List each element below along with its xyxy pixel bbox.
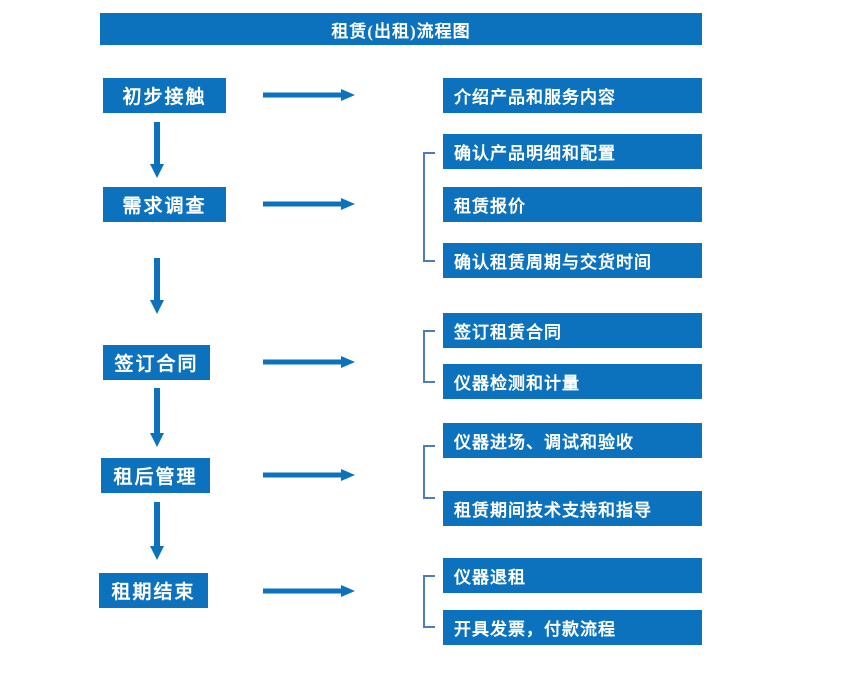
detail-box-sign-rental-contract: 签订租赁合同 xyxy=(443,313,702,348)
step-box-initial-contact: 初步接触 xyxy=(103,78,226,113)
arrow-right-icon xyxy=(263,469,355,481)
detail-box-instrument-return: 仪器退租 xyxy=(443,558,702,593)
detail-box-instrument-testing: 仪器检测和计量 xyxy=(443,364,702,399)
detail-box-invoice-payment: 开具发票，付款流程 xyxy=(443,610,702,645)
group-bracket xyxy=(423,575,435,628)
arrow-down-icon xyxy=(150,388,164,447)
detail-box-confirm-rental-period: 确认租赁周期与交货时间 xyxy=(443,243,702,278)
group-bracket xyxy=(423,330,435,383)
arrow-right-icon xyxy=(263,89,355,101)
group-bracket xyxy=(423,445,435,499)
group-bracket xyxy=(423,152,435,262)
arrow-right-icon xyxy=(263,356,355,368)
arrow-down-icon xyxy=(150,502,164,560)
detail-box-technical-support: 租赁期间技术支持和指导 xyxy=(443,491,702,526)
step-box-rental-end: 租期结束 xyxy=(99,573,208,608)
detail-box-introduce-products: 介绍产品和服务内容 xyxy=(443,78,702,113)
arrow-right-icon xyxy=(263,198,355,210)
step-box-demand-survey: 需求调查 xyxy=(103,187,226,222)
step-box-post-rental-management: 租后管理 xyxy=(101,458,210,493)
arrow-right-icon xyxy=(263,585,355,597)
step-box-sign-contract: 签订合同 xyxy=(103,345,210,380)
detail-box-instrument-setup-acceptance: 仪器进场、调试和验收 xyxy=(443,423,702,458)
arrow-down-icon xyxy=(150,122,164,178)
flowchart-title: 租赁(出租)流程图 xyxy=(100,13,702,45)
detail-box-confirm-product-details: 确认产品明细和配置 xyxy=(443,134,702,169)
arrow-down-icon xyxy=(150,258,164,314)
detail-box-rental-quotation: 租赁报价 xyxy=(443,187,702,222)
